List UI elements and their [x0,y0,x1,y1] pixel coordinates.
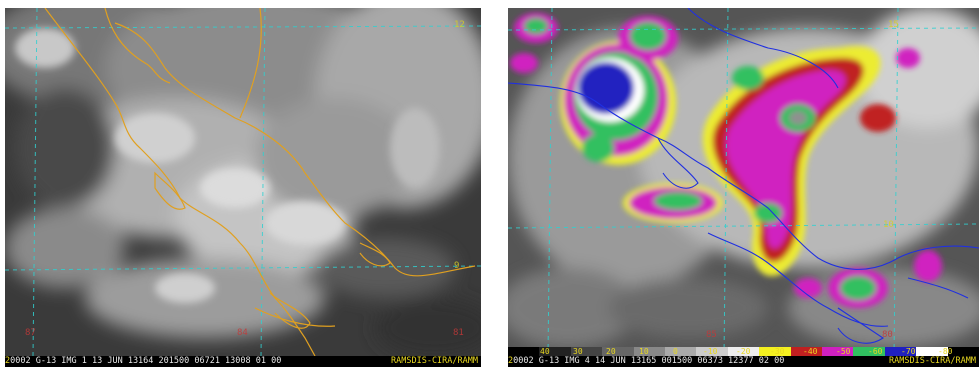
scale-label: 30 [573,347,583,356]
scale-label: -60 [868,347,883,356]
image-info-bar: 20002 G-13 IMG 4 14 JUN 13165 001500 063… [508,356,979,367]
info-bar-prefix: 2 [508,356,514,366]
latitude-label-10: 10 [883,220,894,230]
temperature-color-scale [508,347,979,356]
scale-label: -10 [703,347,718,356]
info-bar-prefix: 2 [5,356,11,366]
info-bar-text: 0002 G-13 IMG 4 14 JUN 13165 001500 0637… [513,356,785,366]
scale-label: -50 [836,347,851,356]
longitude-label-87: 87 [25,328,36,338]
scale-label: 20 [606,347,616,356]
longitude-label-81: 81 [453,328,464,338]
info-bar-credit: RAMSDIS-CIRA/RAMM [391,356,478,366]
infrared-satellite-image: 15 10 85 80 40 30 20 10 0 -10 -20 -30 -4… [508,8,979,367]
longitude-label-84: 84 [237,328,248,338]
longitude-label-85: 85 [706,330,717,340]
scale-label: -70 [901,347,916,356]
scale-label: -80 [938,347,953,356]
scale-label: -20 [736,347,751,356]
info-bar-credit: RAMSDIS-CIRA/RAMM [889,356,976,366]
info-bar-text: 0002 G-13 IMG 1 13 JUN 13164 201500 0672… [10,356,282,366]
longitude-label-80: 80 [882,330,893,340]
latitude-label-12: 12 [454,20,465,30]
visible-satellite-image: 12 9 87 84 81 20002 G-13 IMG 1 13 JUN 13… [5,8,481,367]
image-info-bar: 20002 G-13 IMG 1 13 JUN 13164 201500 067… [5,356,481,367]
latitude-label-15: 15 [888,20,899,30]
visible-cloud-imagery [5,8,481,356]
scale-label: 0 [673,347,678,356]
scale-label: 40 [540,347,550,356]
scale-label: -30 [770,347,785,356]
scale-label: -40 [803,347,818,356]
latitude-label-9: 9 [454,261,460,271]
scale-label: 10 [639,347,649,356]
infrared-cloud-imagery [508,8,979,356]
